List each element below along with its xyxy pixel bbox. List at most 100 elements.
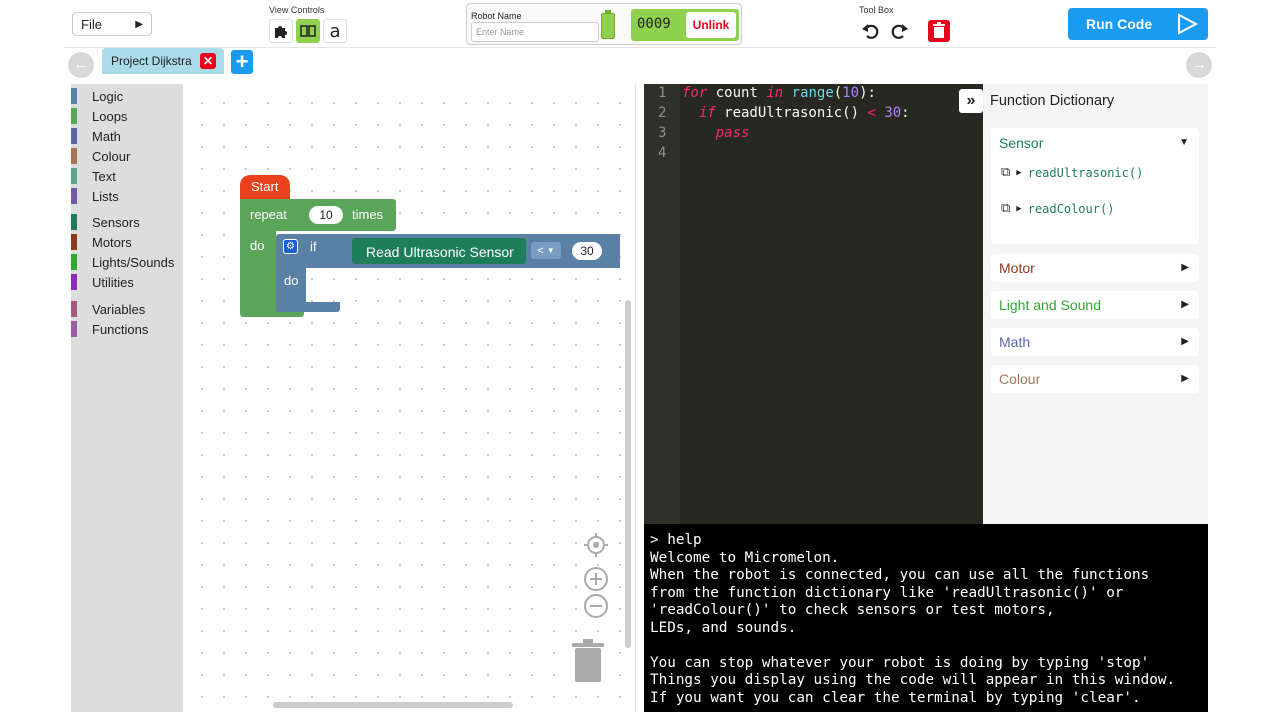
dict-section-sensor[interactable]: Sensor ▼ ⧉ ▶ readUltrasonic() ⧉ ▶ readCo… [991,128,1199,244]
close-icon: ✕ [202,54,214,68]
section-label: Motor [999,260,1035,276]
copy-icon[interactable]: ⧉ [1001,165,1011,180]
delete-button[interactable] [927,19,951,43]
operator-dropdown[interactable]: <▼ [531,242,561,259]
terminal-line: When the robot is connected, you can use… [650,567,1150,583]
zoom-in-icon[interactable] [583,566,609,592]
zoom-out-icon[interactable] [583,593,609,619]
tab-project[interactable]: Project Dijkstra ✕ [102,48,224,74]
category-label: Sensors [92,214,140,230]
category-colour[interactable]: Colour [71,147,130,165]
category-color-bar [71,321,77,337]
robot-name-input[interactable]: Enter Name [471,22,599,42]
repeat-label: repeat [250,207,287,222]
blocks-view-button[interactable] [269,19,293,43]
category-color-bar [71,88,77,104]
start-block[interactable]: Start [240,175,290,199]
category-sensors[interactable]: Sensors [71,213,140,231]
dict-section-colour[interactable]: Colour ▶ [991,365,1199,393]
category-color-bar [71,128,77,144]
category-utilities[interactable]: Utilities [71,273,134,291]
start-block-label: Start [251,179,279,194]
dict-section-math[interactable]: Math ▶ [991,328,1199,356]
if-block[interactable]: ⚙ if [276,234,342,268]
recenter-icon[interactable] [583,532,609,558]
repeat-block[interactable]: repeat 10 times [240,199,396,231]
category-lists[interactable]: Lists [71,187,119,205]
workspace-trash-icon[interactable] [571,638,605,684]
repeat-do-arm: do [240,231,276,299]
copy-icon[interactable]: ⧉ [1001,201,1011,216]
block-workspace[interactable]: Start repeat 10 times do ⚙ if do Read Ul… [183,84,636,712]
terminal-line: LEDs, and sounds. [650,619,797,636]
category-label: Text [92,168,116,184]
unlink-button[interactable]: Unlink [686,12,736,38]
add-tab-button[interactable]: + [231,49,253,74]
caret-right-icon: ▶ [1181,336,1189,347]
dropdown-arrow-icon: ▼ [546,246,555,255]
terminal-line: Things you display using the code will a… [650,672,1176,688]
category-motors[interactable]: Motors [71,233,132,251]
robot-id-box: 0009 Unlink [631,9,739,41]
robot-connection-panel: Robot Name Enter Name 0009 Unlink [466,3,742,45]
terminal-line [650,637,1202,655]
vertical-scrollbar[interactable] [625,300,631,648]
horizontal-scrollbar[interactable] [273,702,513,708]
code-editor[interactable]: 1 2 3 4 for count in range(10): if readU… [644,84,983,524]
operator-value: < [537,244,544,257]
trash-icon [928,20,950,42]
double-chevron-right-icon: » [966,92,976,109]
terminal-line: 'readColour()' to check sensors or test … [650,602,1055,618]
function-item[interactable]: ⧉ ▶ readColour() [1001,201,1114,216]
read-ultrasonic-block[interactable]: Read Ultrasonic Sensor [352,238,526,264]
line-number: 2 [658,105,667,121]
section-label: Colour [999,371,1041,387]
function-item[interactable]: ⧉ ▶ readUltrasonic() [1001,165,1143,180]
category-color-bar [71,301,77,317]
category-logic[interactable]: Logic [71,87,123,105]
line-number-gutter: 1 2 3 4 [644,84,680,524]
gear-icon[interactable]: ⚙ [283,239,298,254]
repeat-count-field[interactable]: 10 [309,206,343,224]
dict-section-light-sound[interactable]: Light and Sound ▶ [991,291,1199,319]
close-tab-button[interactable]: ✕ [200,53,216,69]
category-label: Lists [92,188,119,204]
section-label: Sensor [999,135,1044,151]
undo-button[interactable] [859,19,883,43]
category-color-bar [71,168,77,184]
function-name: readColour() [1027,201,1115,216]
category-text[interactable]: Text [71,167,116,185]
section-label: Math [999,334,1031,350]
play-icon [1178,13,1198,35]
category-math[interactable]: Math [71,127,121,145]
category-label: Utilities [92,274,134,290]
redo-button[interactable] [887,19,911,43]
caret-right-icon: ▶ [1181,299,1189,310]
category-color-bar [71,254,77,270]
expand-arrow-icon[interactable]: ▶ [1016,167,1022,178]
category-lights-sounds[interactable]: Lights/Sounds [71,253,174,271]
terminal-line: You can stop whatever your robot is doin… [650,654,1150,671]
back-arrow-button[interactable]: ← [68,52,94,78]
if-block-bottom [276,302,340,312]
file-menu-button[interactable]: File ▶ [72,12,152,36]
category-label: Math [92,128,121,144]
forward-arrow-button[interactable]: → [1186,52,1212,78]
compare-block[interactable]: Read Ultrasonic Sensor <▼ 30 [338,234,620,268]
category-functions[interactable]: Functions [71,320,148,338]
caret-right-icon: ▶ [1181,262,1189,273]
redo-icon [891,24,908,39]
dict-section-motor[interactable]: Motor ▶ [991,254,1199,282]
category-loops[interactable]: Loops [71,107,127,125]
expand-arrow-icon[interactable]: ▶ [1016,203,1022,214]
undo-icon [862,24,879,39]
collapse-panel-button[interactable]: » [959,89,983,113]
category-label: Variables [92,301,146,317]
compare-value-field[interactable]: 30 [572,242,602,260]
run-code-button[interactable]: Run Code [1068,8,1208,40]
line-number: 4 [658,145,667,161]
split-view-button[interactable] [296,19,320,43]
category-variables[interactable]: Variables [71,300,145,318]
text-view-button[interactable]: a [323,19,347,43]
